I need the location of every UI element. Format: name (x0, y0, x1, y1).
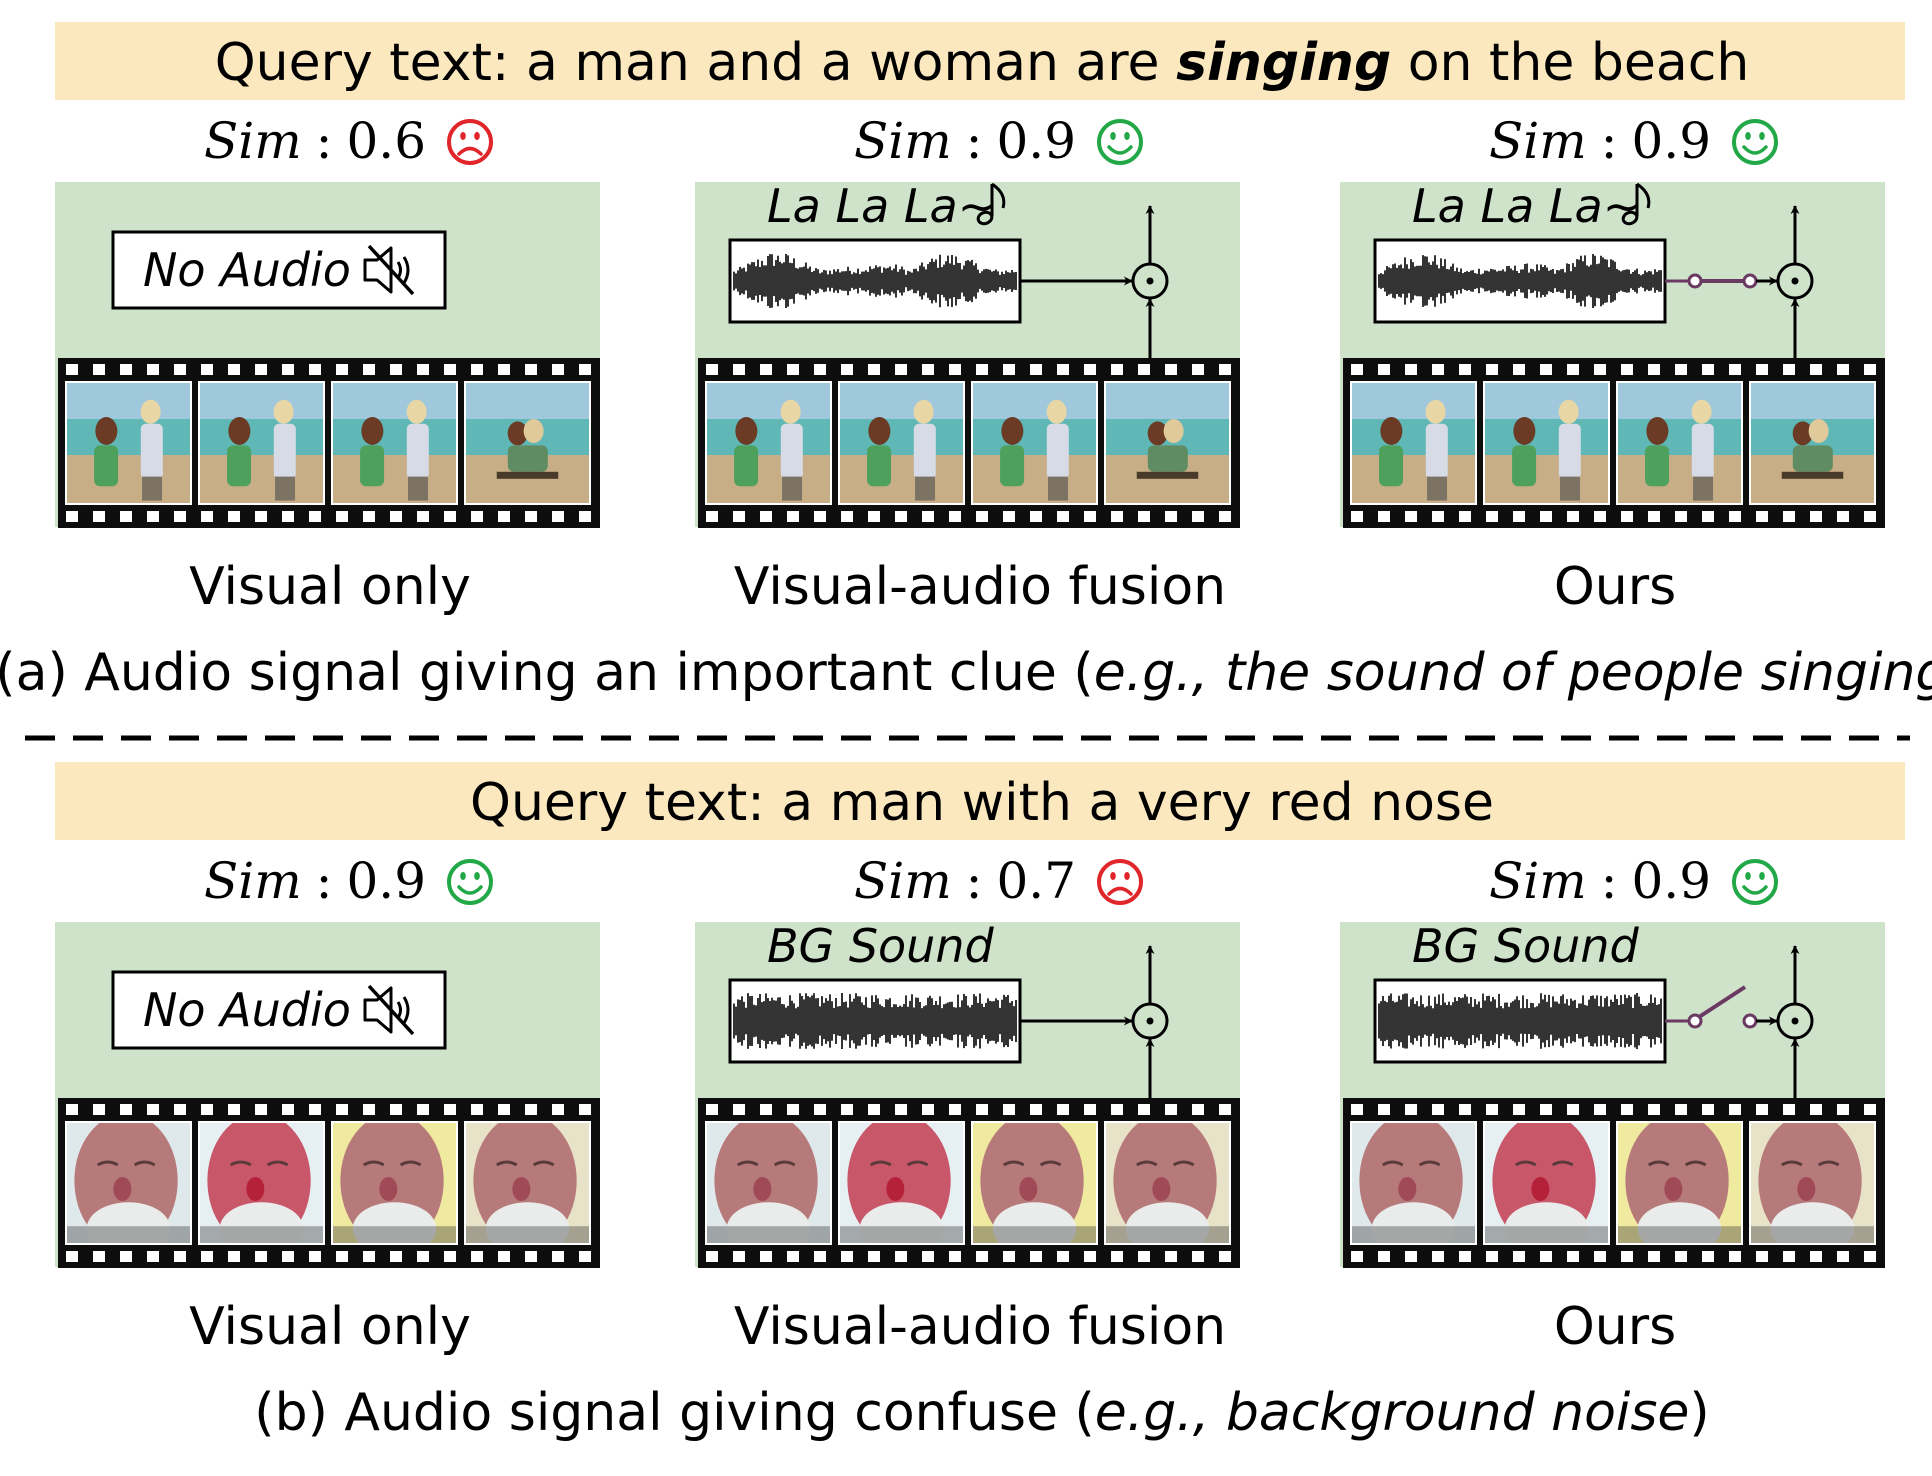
audio-label: BG Sound (1412, 919, 1639, 973)
method-label: Visual-audio fusion (734, 557, 1226, 617)
query-text: Query text: a man with a very red nose (470, 773, 1494, 833)
similarity-score: Sim:0.7 (854, 852, 1076, 910)
video-frame (67, 383, 190, 503)
section-caption: (b) Audio signal giving confuse (e.g., b… (254, 1383, 1709, 1443)
video-frame (707, 383, 830, 503)
video-frame (1618, 383, 1741, 503)
video-frame (1352, 383, 1475, 503)
audio-label: La La La~ (767, 179, 996, 233)
video-frame (200, 383, 323, 503)
audio-waveform (728, 978, 1022, 1064)
video-frame (1485, 1123, 1608, 1243)
section-b: Query text: a man with a very red noseSi… (55, 762, 1905, 1443)
audio-waveform (728, 238, 1022, 324)
query-bar (55, 22, 1905, 100)
video-frame (840, 1123, 963, 1243)
method-label: Ours (1554, 1297, 1676, 1357)
video-frame (1751, 383, 1874, 503)
film-strip (1343, 1098, 1885, 1268)
method-label: Ours (1554, 557, 1676, 617)
audio-label: La La La~ (1412, 179, 1641, 233)
no-audio-label: No Audio (143, 243, 351, 297)
film-strip (58, 1098, 600, 1268)
video-frame (1106, 383, 1229, 503)
video-frame (1485, 383, 1608, 503)
video-frame (333, 383, 456, 503)
query-bar (55, 762, 1905, 840)
video-frame (200, 1123, 323, 1243)
music-note-icon (1621, 182, 1651, 226)
no-audio-box: No Audio (111, 970, 447, 1050)
video-frame (67, 1123, 190, 1243)
similarity-score: Sim:0.9 (1489, 852, 1711, 910)
panel-visual-audio-fusion: Sim:0.9 La La La~ Visual-audio fusion (695, 112, 1240, 617)
video-frame (840, 383, 963, 503)
method-label: Visual only (189, 1297, 471, 1357)
video-frame (973, 1123, 1096, 1243)
film-strip (1343, 358, 1885, 528)
audio-waveform (1373, 238, 1667, 324)
fusion-operator (1020, 205, 1169, 358)
smiling-face-icon (1097, 119, 1143, 165)
section-caption: (a) Audio signal giving an important clu… (0, 643, 1932, 703)
speaker-muted-icon (363, 244, 415, 296)
no-audio-box: No Audio (111, 230, 447, 310)
section-a: Query text: a man and a woman are singin… (0, 22, 1932, 703)
fusion-operator (1020, 945, 1169, 1098)
video-frame (707, 1123, 830, 1243)
video-frame (466, 383, 589, 503)
frowning-face-icon (447, 119, 493, 165)
method-label: Visual only (189, 557, 471, 617)
method-label: Visual-audio fusion (734, 1297, 1226, 1357)
music-note-icon (976, 182, 1006, 226)
frowning-face-icon (1097, 859, 1143, 905)
gate-switch-closed (1665, 273, 1778, 289)
video-frame (973, 383, 1096, 503)
fusion-operator (1665, 945, 1814, 1098)
video-frame (1352, 1123, 1475, 1243)
similarity-score: Sim:0.6 (204, 112, 426, 170)
video-frame (1751, 1123, 1874, 1243)
similarity-score: Sim:0.9 (204, 852, 426, 910)
audio-waveform (1373, 978, 1667, 1064)
fusion-operator (1665, 205, 1814, 358)
film-strip (58, 358, 600, 528)
similarity-score: Sim:0.9 (854, 112, 1076, 170)
video-frame (1106, 1123, 1229, 1243)
speaker-muted-icon (363, 984, 415, 1036)
query-text: Query text: a man and a woman are singin… (215, 33, 1750, 93)
video-frame (1618, 1123, 1741, 1243)
film-strip (698, 358, 1240, 528)
video-frame (333, 1123, 456, 1243)
film-strip (698, 1098, 1240, 1268)
audio-label: BG Sound (767, 919, 994, 973)
smiling-face-icon (447, 859, 493, 905)
panel-ours: Sim:0.9 La La La~ Ours (1340, 112, 1885, 617)
video-frame (466, 1123, 589, 1243)
smiling-face-icon (1732, 119, 1778, 165)
similarity-score: Sim:0.9 (1489, 112, 1711, 170)
gate-switch-open (1665, 985, 1778, 1029)
no-audio-label: No Audio (143, 983, 351, 1037)
smiling-face-icon (1732, 859, 1778, 905)
